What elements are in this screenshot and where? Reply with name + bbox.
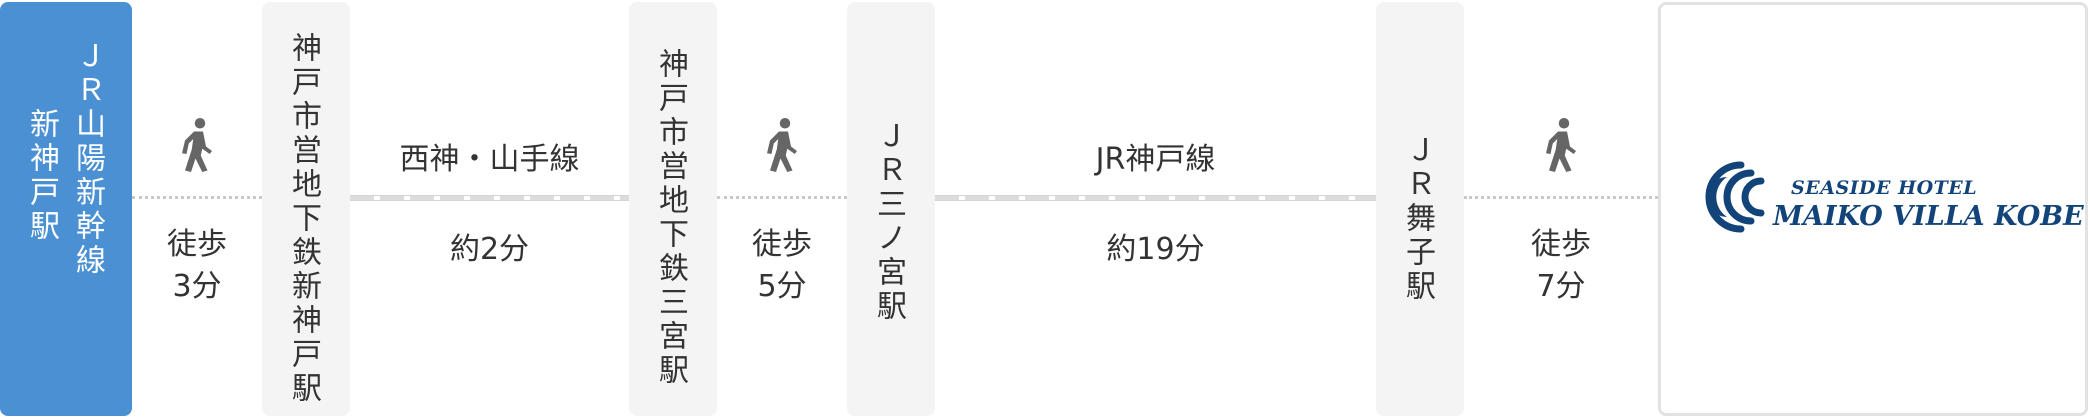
walk-route-line bbox=[1464, 196, 1658, 199]
walk-minutes: 7分 bbox=[1536, 269, 1586, 304]
station-card-jr-maiko: ＪＲ舞子駅 bbox=[1376, 2, 1464, 416]
rail-route-line bbox=[935, 195, 1376, 201]
walk-label: 徒歩 bbox=[752, 227, 812, 262]
walk-minutes: 5分 bbox=[757, 269, 807, 304]
hotel-logo-icon bbox=[1705, 161, 1765, 233]
station-line-name: 神戸市営地下鉄 bbox=[286, 32, 321, 270]
ride-line-name: JR神戸線 bbox=[1095, 142, 1216, 177]
ride-time: 約19分 bbox=[1106, 232, 1205, 267]
station-name: ＪＲ舞子駅 bbox=[1400, 134, 1435, 304]
hotel-logo-title: MAIKO VILLA KOBE bbox=[1773, 201, 2084, 232]
walk-minutes: 3分 bbox=[172, 269, 222, 304]
walk-route-line bbox=[132, 196, 262, 199]
station-card-subway-sannomiya: 神戸市営地下鉄 三宮駅 bbox=[629, 2, 717, 416]
station-name: 新神戸駅 bbox=[286, 270, 321, 406]
station-name: ＪＲ三ノ宮駅 bbox=[871, 120, 906, 324]
walk-segment-1: 徒歩 3分 bbox=[132, 0, 262, 418]
walking-person-icon bbox=[1546, 118, 1576, 172]
station-line-name: 神戸市営地下鉄 bbox=[653, 48, 688, 286]
walk-time-2: 徒歩 5分 bbox=[717, 224, 847, 308]
walk-segment-2: 徒歩 5分 bbox=[717, 0, 847, 418]
rail-route-line bbox=[350, 195, 629, 201]
hotel-logo-subtitle: SEASIDE HOTEL bbox=[1791, 177, 1978, 199]
start-station-name: 新神戸駅 bbox=[24, 108, 59, 244]
walk-segment-3: 徒歩 7分 bbox=[1464, 0, 1658, 418]
start-station-card: ＪＲ山陽新幹線 新神戸駅 bbox=[0, 2, 132, 416]
subway-ride-segment: 西神・山手線 約2分 bbox=[350, 0, 629, 418]
ride-line-name: 西神・山手線 bbox=[399, 142, 580, 177]
walk-label: 徒歩 bbox=[1531, 227, 1591, 262]
station-card-subway-shinkobe: 神戸市営地下鉄 新神戸駅 bbox=[262, 2, 350, 416]
walk-route-line bbox=[717, 196, 847, 199]
destination-hotel-card: SEASIDE HOTEL MAIKO VILLA KOBE bbox=[1658, 2, 2088, 416]
walking-person-icon bbox=[767, 118, 797, 172]
start-line-name: ＪＲ山陽新幹線 bbox=[70, 40, 105, 278]
walk-label: 徒歩 bbox=[167, 227, 227, 262]
walk-time-1: 徒歩 3分 bbox=[132, 224, 262, 308]
walk-time-3: 徒歩 7分 bbox=[1464, 224, 1658, 308]
walking-person-icon bbox=[182, 118, 212, 172]
jr-ride-segment: JR神戸線 約19分 bbox=[935, 0, 1376, 418]
station-card-jr-sannomiya: ＪＲ三ノ宮駅 bbox=[847, 2, 935, 416]
ride-time: 約2分 bbox=[449, 232, 530, 267]
station-name: 三宮駅 bbox=[653, 286, 688, 388]
